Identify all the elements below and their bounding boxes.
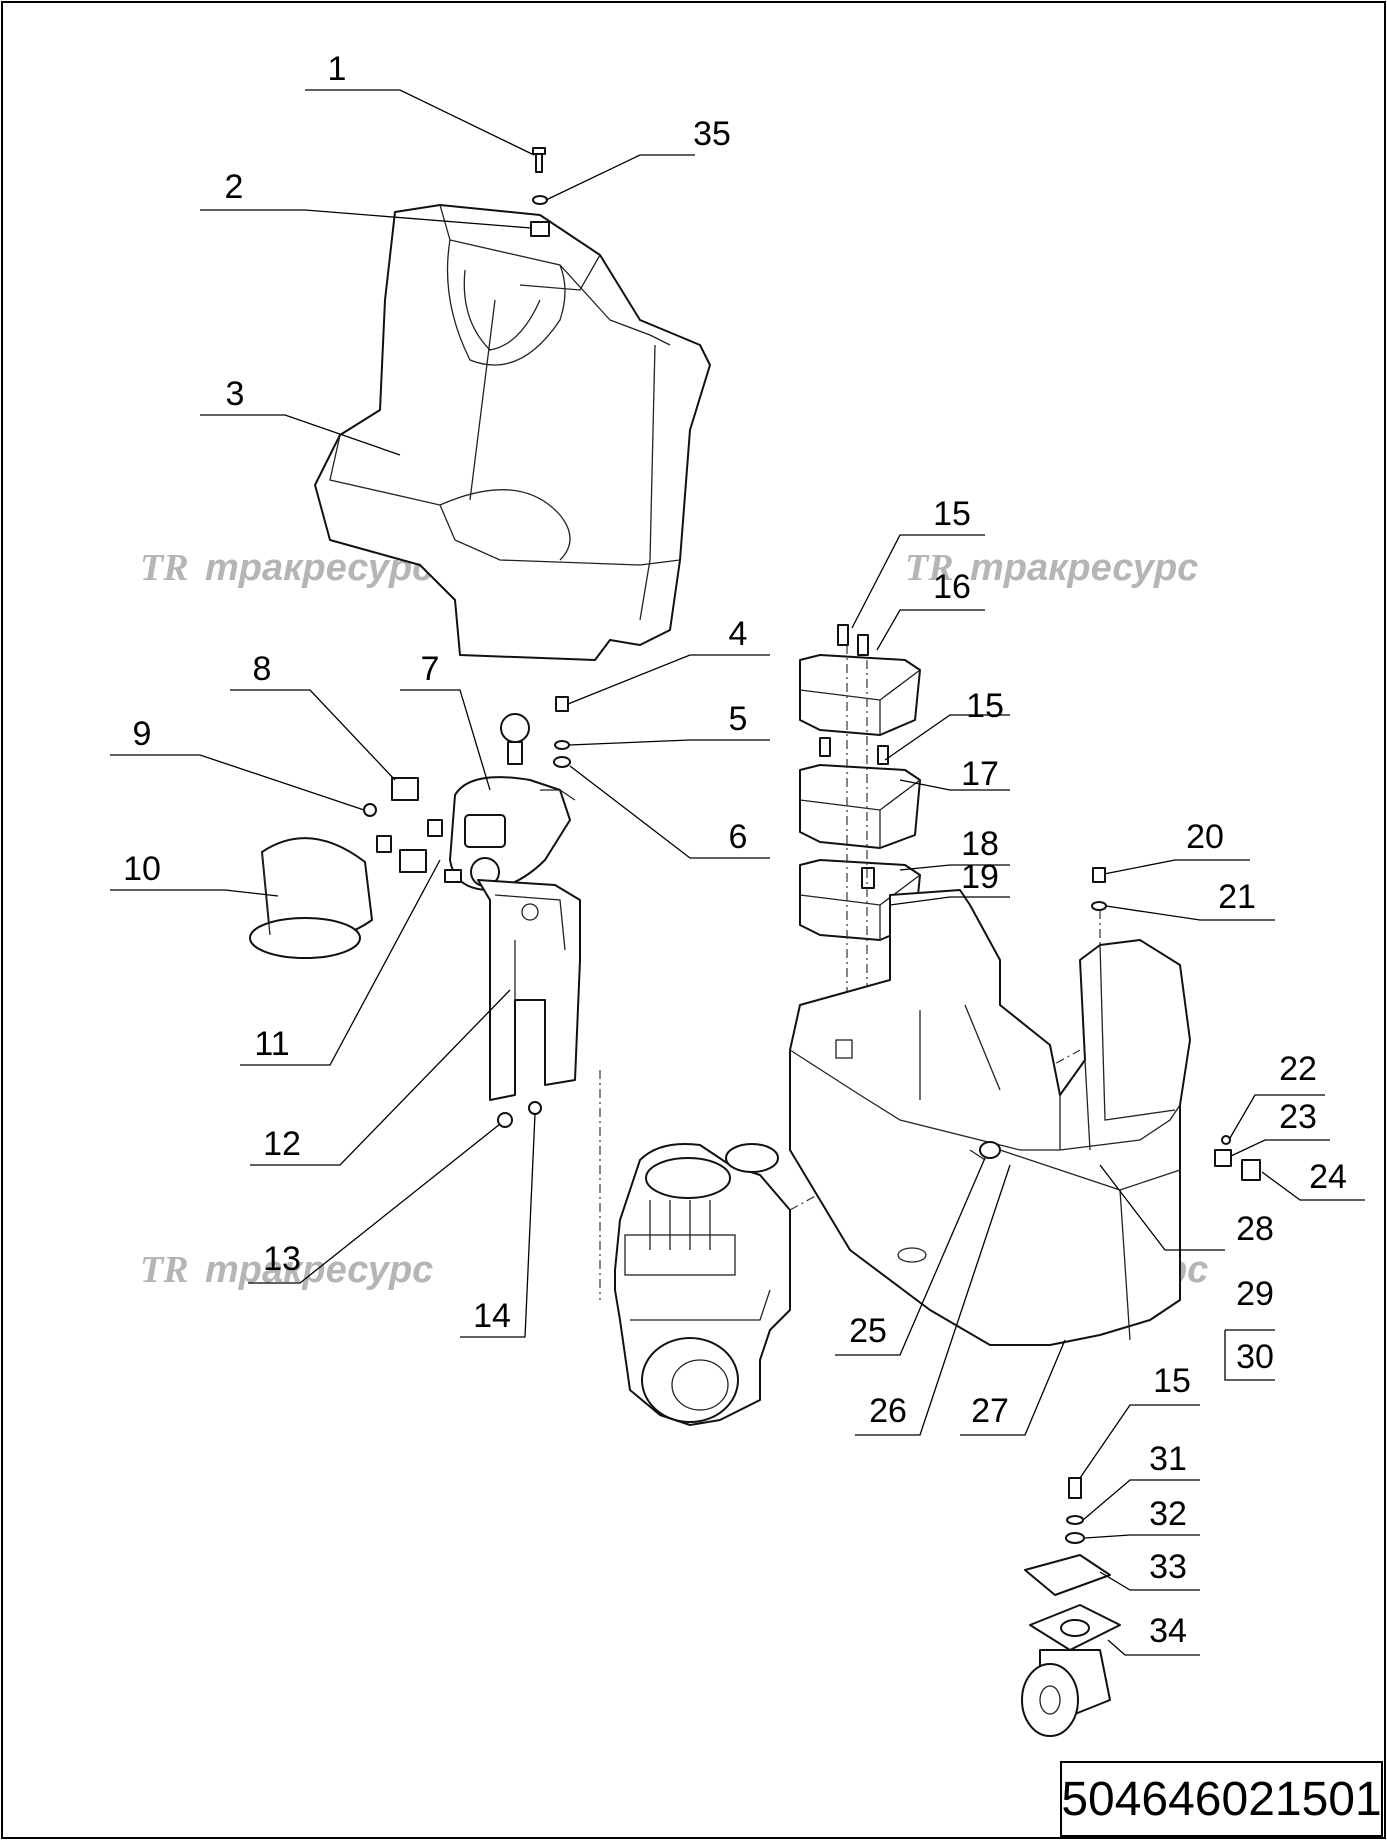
callout-26: 26 [869, 1392, 907, 1430]
callout-29: 29 [1236, 1275, 1274, 1313]
callout-9: 9 [133, 715, 152, 753]
callout-15b: 15 [966, 687, 1004, 725]
callout-27: 27 [971, 1392, 1009, 1430]
callout-numbers: 1 2 3 4 5 6 7 8 9 10 11 12 13 14 15 15 1… [123, 50, 1347, 1650]
part-3-hood-cover [314, 204, 711, 661]
part-11-bracket [376, 835, 462, 883]
part-8-bracket [391, 777, 443, 837]
callout-leaders [110, 89, 1365, 1656]
callout-34: 34 [1149, 1612, 1187, 1650]
callout-14: 14 [473, 1297, 511, 1335]
watermark-3: TR тракресурс [140, 1249, 433, 1291]
callout-7: 7 [421, 650, 440, 688]
part-32b-washer [1065, 1532, 1085, 1544]
callout-33: 33 [1149, 1548, 1187, 1586]
part-1-bolt [532, 147, 546, 173]
svg-text:тракресурс: тракресурс [970, 547, 1198, 589]
callout-10: 10 [123, 850, 161, 888]
callout-22: 22 [1279, 1050, 1317, 1088]
callout-24: 24 [1309, 1158, 1347, 1196]
callout-4: 4 [729, 615, 748, 653]
svg-text:TR: TR [905, 547, 954, 589]
callout-30: 30 [1236, 1338, 1274, 1376]
part-32-washer [1066, 1515, 1084, 1525]
callout-35: 35 [693, 115, 731, 153]
callout-12: 12 [263, 1125, 301, 1163]
part-35-washer [532, 195, 548, 205]
callout-18: 18 [961, 825, 999, 863]
callout-23: 23 [1279, 1098, 1317, 1136]
part-4-bolt [555, 696, 569, 712]
part-12-mast-bracket [477, 879, 581, 1101]
part-13-bolt [497, 1112, 513, 1128]
drawing-number-box: 504646021501 [1060, 1761, 1383, 1837]
part-14-washer [528, 1101, 542, 1115]
drawing-number: 504646021501 [1061, 1772, 1382, 1826]
callout-2: 2 [225, 168, 244, 206]
part-31-bolt [1068, 1477, 1082, 1499]
callout-21: 21 [1218, 878, 1256, 916]
drive-motor-assembly [614, 1143, 791, 1426]
part-21-washer [1091, 901, 1107, 911]
watermark-2: TR тракресурс [905, 547, 1198, 589]
part-20-bolt [1092, 867, 1106, 883]
callout-6: 6 [729, 818, 748, 856]
part-7-control-panel [449, 713, 576, 891]
callout-8: 8 [253, 650, 272, 688]
svg-text:TR: TR [140, 547, 189, 589]
callout-11: 11 [254, 1025, 289, 1063]
svg-text:тракресурс: тракресурс [205, 1249, 433, 1291]
svg-text:TR: TR [140, 1249, 189, 1291]
callout-28: 28 [1236, 1210, 1274, 1248]
part-24-sensor [1241, 1159, 1261, 1181]
callout-31: 31 [1149, 1440, 1187, 1478]
callout-13: 13 [263, 1240, 301, 1278]
callout-15c: 15 [1153, 1362, 1191, 1400]
callout-32: 32 [1149, 1495, 1187, 1533]
callout-5: 5 [729, 700, 748, 738]
part-10-cup [249, 837, 373, 959]
callout-1: 1 [328, 50, 347, 88]
part-6-washer [553, 756, 571, 768]
callout-3: 3 [226, 375, 245, 413]
part-23-clip [1214, 1149, 1232, 1167]
part-33-shim-plate [1024, 1554, 1111, 1596]
part-22-screw [1221, 1135, 1231, 1145]
callout-16: 16 [933, 568, 971, 606]
part-5-washer [554, 740, 570, 750]
callout-17: 17 [961, 755, 999, 793]
part-34-castor-wheel [1021, 1604, 1121, 1737]
callout-15a: 15 [933, 495, 971, 533]
part-2-clip [530, 221, 550, 237]
part-16-weight-block [799, 624, 921, 736]
callout-19: 19 [961, 858, 999, 896]
part-9-screw [363, 803, 377, 817]
callout-20: 20 [1186, 818, 1224, 856]
part-17-weight-block [799, 737, 921, 849]
callout-25: 25 [849, 1312, 887, 1350]
part-27-chassis [789, 889, 1191, 1346]
